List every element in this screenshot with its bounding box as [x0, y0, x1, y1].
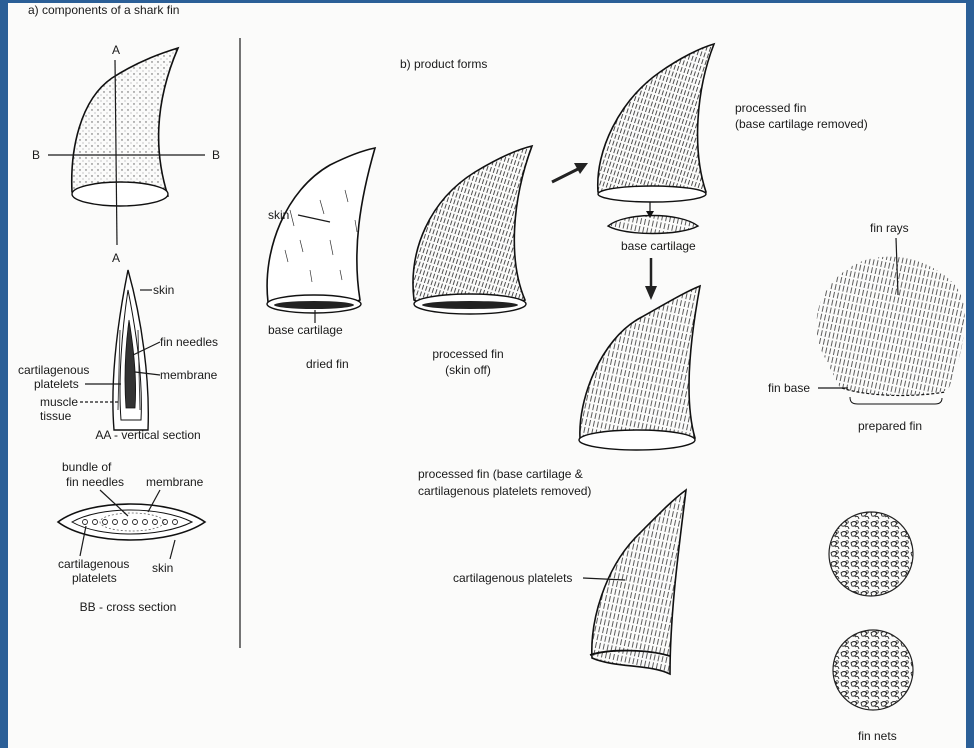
- cs-cartilagenous-label-2: platelets: [72, 571, 117, 585]
- dried-fin-drawing: [267, 148, 375, 313]
- both-removed-caption-1: processed fin (base cartilage &: [418, 467, 583, 481]
- processed-base-removed-drawing: [598, 44, 714, 234]
- dried-skin-label: skin: [268, 208, 289, 222]
- cross-section-drawing: [58, 504, 205, 540]
- vs-muscle-label-2: tissue: [40, 409, 72, 423]
- cs-bundle-label-1: bundle of: [62, 460, 112, 474]
- fin-base-label: fin base: [768, 381, 810, 395]
- cross-section-caption: BB - cross section: [80, 600, 177, 614]
- vertical-section-caption: AA - vertical section: [95, 428, 200, 442]
- fin-outline-a: [72, 48, 178, 206]
- cs-skin-label: skin: [152, 561, 173, 575]
- cs-cartilagenous-label-1: cartilagenous: [58, 557, 129, 571]
- dried-base-cartilage-label: base cartilage: [268, 323, 343, 337]
- vs-cartilagenous-label-1: cartilagenous: [18, 363, 89, 377]
- axis-a-top-label: A: [112, 43, 120, 57]
- panel-a-title: a) components of a shark fin: [28, 3, 179, 17]
- platelets-label: cartilagenous platelets: [453, 571, 572, 585]
- both-removed-caption-2: cartilagenous platelets removed): [418, 484, 591, 498]
- prepared-fin-drawing: [816, 257, 964, 404]
- axis-a-bottom-label: A: [112, 251, 120, 265]
- arrow-to-base-removed-icon: [552, 163, 588, 182]
- fin-rays-label: fin rays: [870, 221, 909, 235]
- vs-skin-label: skin: [153, 283, 174, 297]
- prepared-fin-caption: prepared fin: [858, 419, 922, 433]
- vs-muscle-label-1: muscle: [40, 395, 78, 409]
- base-removed-cartilage-label: base cartilage: [621, 239, 696, 253]
- fin-nets-caption: fin nets: [858, 729, 897, 743]
- processed-both-removed-drawing: [579, 286, 700, 450]
- vs-membrane-label: membrane: [160, 368, 218, 382]
- cs-bundle-label-2: fin needles: [66, 475, 124, 489]
- axis-b-left-label: B: [32, 148, 40, 162]
- processed-skin-off-drawing: [413, 146, 532, 314]
- skin-off-caption-1: processed fin: [432, 347, 503, 361]
- vs-fin-needles-label: fin needles: [160, 335, 218, 349]
- fin-nets-drawing: [829, 512, 913, 710]
- base-removed-caption-1: processed fin: [735, 101, 806, 115]
- base-removed-caption-2: (base cartilage removed): [735, 117, 868, 131]
- dried-fin-caption: dried fin: [306, 357, 349, 371]
- arrow-down-icon: [645, 258, 657, 300]
- vs-cartilagenous-label-2: platelets: [34, 377, 79, 391]
- cartilagenous-platelets-drawing: [590, 490, 686, 674]
- panel-b-title: b) product forms: [400, 57, 487, 71]
- skin-off-caption-2: (skin off): [445, 363, 491, 377]
- axis-b-right-label: B: [212, 148, 220, 162]
- cs-membrane-label: membrane: [146, 475, 204, 489]
